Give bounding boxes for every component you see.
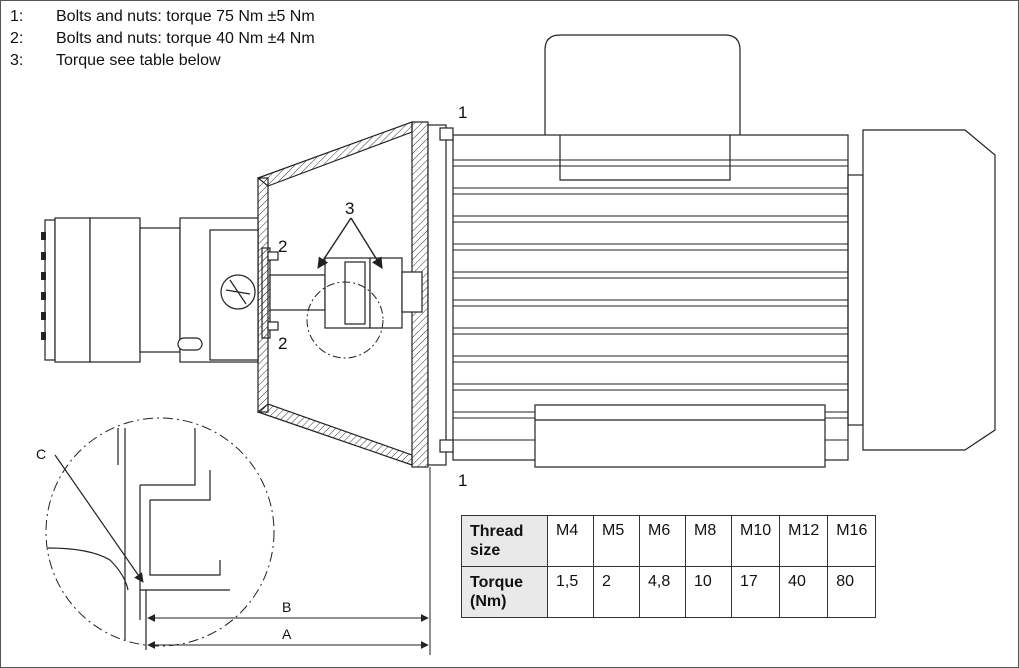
torque-cell: 1,5	[547, 566, 594, 618]
callout-1-top: 1	[458, 103, 467, 122]
torque-cell: 40	[779, 566, 829, 618]
detail-view	[45, 417, 275, 650]
thread-size-cell: M5	[593, 515, 640, 567]
callout-3: 3	[345, 199, 354, 218]
motor	[452, 34, 996, 468]
motor-end-ring	[847, 174, 864, 426]
torque-cell: 17	[730, 566, 781, 618]
thread-size-cell: M12	[779, 515, 829, 567]
pump-body-section	[54, 217, 91, 363]
note-number: 2:	[10, 30, 24, 47]
torque-cell: 2	[593, 566, 640, 618]
torque-cell: 10	[685, 566, 732, 618]
motor-foot	[534, 404, 826, 468]
torque-cell: 80	[827, 566, 877, 618]
table-row-thread-size: Thread size M4 M5 M6 M8 M10 M12 M16	[461, 515, 877, 567]
row-header-torque: Torque (Nm)	[461, 566, 548, 618]
note-text: Torque see table below	[56, 52, 221, 69]
callout-1-bottom: 1	[458, 471, 467, 490]
detail-circle-small	[306, 281, 384, 359]
motor-cooling-fins	[453, 159, 848, 441]
note-3: 3: Torque see table below	[10, 50, 315, 72]
pump	[41, 217, 259, 363]
coupling-half-motor	[369, 257, 403, 329]
flange-bolt-top	[439, 127, 454, 141]
dimension-label-b: B	[282, 599, 291, 615]
thread-size-cell: M4	[547, 515, 594, 567]
torque-notes: 1: Bolts and nuts: torque 75 Nm ±5 Nm 2:…	[10, 6, 315, 72]
table-row-torque: Torque (Nm) 1,5 2 4,8 10 17 40 80	[461, 566, 877, 618]
dimension-lines	[147, 467, 431, 655]
motor-shaft	[401, 271, 423, 313]
shaft-coupling	[261, 247, 423, 359]
callout-c-arrow	[54, 454, 144, 583]
note-number: 1:	[10, 8, 24, 25]
torque-table: Thread size M4 M5 M6 M8 M10 M12 M16 Torq…	[461, 515, 877, 618]
thread-size-cell: M6	[639, 515, 686, 567]
terminal-box	[544, 34, 741, 135]
row-header-thread-size: Thread size	[461, 515, 548, 567]
fan-cover	[862, 129, 996, 451]
note-number: 3:	[10, 52, 24, 69]
callout-3-arrows	[317, 217, 383, 269]
pump-end-plate	[44, 219, 56, 361]
detail-circle-large	[45, 417, 275, 647]
note-2: 2: Bolts and nuts: torque 40 Nm ±4 Nm	[10, 28, 315, 50]
pump-bolt-heads	[41, 232, 46, 340]
pump-shaft	[269, 274, 326, 311]
thread-size-cell: M8	[685, 515, 732, 567]
note-text: Bolts and nuts: torque 75 Nm ±5 Nm	[56, 8, 315, 25]
torque-cell: 4,8	[639, 566, 686, 618]
callout-2-top: 2	[278, 237, 287, 256]
note-1: 1: Bolts and nuts: torque 75 Nm ±5 Nm	[10, 6, 315, 28]
dimension-label-a: A	[282, 626, 292, 642]
callout-c: C	[36, 446, 46, 462]
thread-size-cell: M10	[730, 515, 781, 567]
callout-2-bottom: 2	[278, 334, 287, 353]
note-text: Bolts and nuts: torque 40 Nm ±4 Nm	[56, 30, 315, 47]
terminal-box-base	[559, 135, 731, 181]
thread-size-cell: M16	[827, 515, 877, 567]
flange-bolt-bottom	[439, 439, 454, 453]
